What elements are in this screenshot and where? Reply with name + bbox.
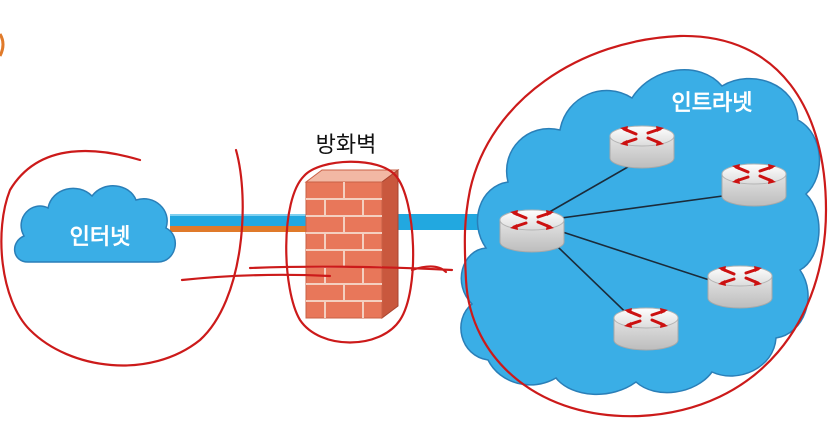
internet-cloud — [14, 185, 176, 263]
underline-stroke-2 — [248, 265, 454, 272]
router-top-icon — [608, 124, 676, 170]
internet-circle-annotation — [0, 148, 244, 367]
underline-stroke-1 — [180, 273, 332, 282]
router-hub-icon — [498, 208, 566, 254]
internet-label: 인터넷 — [70, 225, 131, 250]
firewall-circle-annotation — [285, 160, 415, 344]
intranet-label: 인트라넷 — [672, 91, 753, 116]
intranet-circle-annotation — [463, 34, 828, 418]
firewall-label: 방화벽 — [316, 133, 377, 158]
router-right-icon — [720, 162, 788, 208]
annotation-marks — [0, 34, 828, 418]
underline-stroke-3 — [410, 265, 448, 274]
edge-mark — [0, 33, 5, 57]
router-right-lower-icon — [706, 264, 774, 310]
router-bottom-icon — [612, 306, 680, 352]
intranet-cloud — [460, 69, 821, 395]
firewall-wall — [304, 169, 400, 319]
